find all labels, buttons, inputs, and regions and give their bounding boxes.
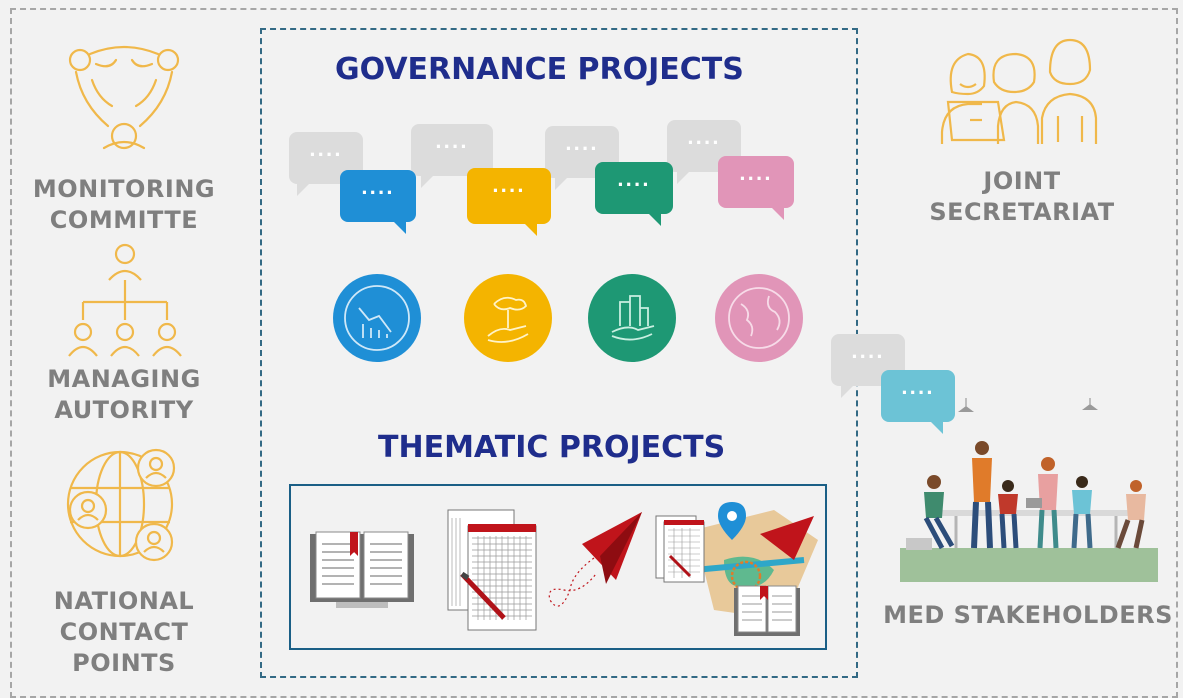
open-book-icon — [310, 531, 414, 608]
governance-projects-title: GOVERNANCE PROJECTS — [335, 52, 744, 87]
globe-icon — [715, 274, 803, 362]
speech-bubble-yellow: ···· — [467, 168, 551, 224]
bubble-tail-icon — [770, 206, 784, 220]
speech-bubble-cyan: ···· — [881, 370, 955, 422]
bubble-tail-icon — [555, 176, 569, 190]
bubble-tail-icon — [523, 222, 537, 236]
meeting-illustration — [900, 398, 1158, 582]
speech-bubble-grey-5: ···· — [831, 334, 905, 386]
people-circle-icon — [68, 45, 180, 150]
thematic-projects-title: THEMATIC PROJECTS — [378, 430, 726, 465]
bubble-tail-icon — [392, 220, 406, 234]
speech-bubble-blue: ···· — [340, 170, 416, 222]
med-stakeholders-label: MED STAKEHOLDERS — [883, 601, 1173, 629]
speech-bubble-pink: ···· — [718, 156, 794, 208]
hand-city-icon — [588, 274, 676, 362]
globe-people-icon — [66, 448, 176, 562]
org-chart-icon — [68, 243, 182, 357]
thematic-projects-box — [289, 484, 827, 650]
document-pen-icon — [447, 509, 537, 631]
paper-plane-icon — [548, 512, 642, 607]
map-documents-icon — [655, 502, 818, 636]
hand-plant-icon — [464, 274, 552, 362]
bubble-tail-icon — [421, 174, 435, 188]
bubble-tail-icon — [929, 420, 943, 434]
bubble-tail-icon — [647, 212, 661, 226]
bubble-tail-icon — [841, 384, 855, 398]
speech-bubble-green: ···· — [595, 162, 673, 214]
bubble-tail-icon — [297, 182, 311, 196]
bubble-tail-icon — [677, 170, 691, 184]
speech-bubble-grey-2: ···· — [411, 124, 493, 176]
team-laptop-icon — [940, 38, 1098, 144]
decline-chart-icon — [333, 274, 421, 362]
